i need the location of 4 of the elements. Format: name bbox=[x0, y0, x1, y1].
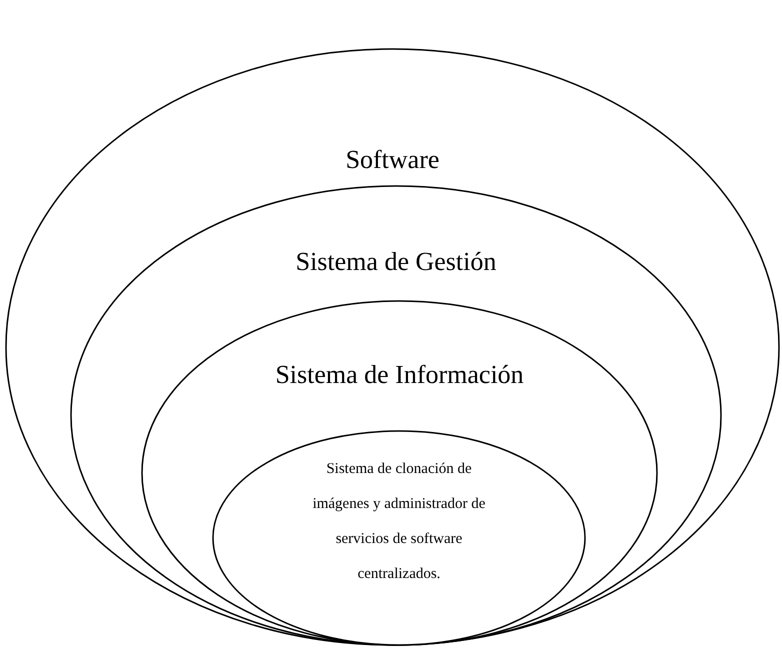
ellipse-label: Sistema de Información bbox=[274, 359, 525, 391]
ellipse-label: Software bbox=[344, 144, 440, 176]
ellipse-label: Sistema de clonación de imágenes y administrador de servicios de software centralizados. bbox=[312, 460, 486, 584]
ellipse-label: Sistema de Gestión bbox=[294, 246, 498, 278]
